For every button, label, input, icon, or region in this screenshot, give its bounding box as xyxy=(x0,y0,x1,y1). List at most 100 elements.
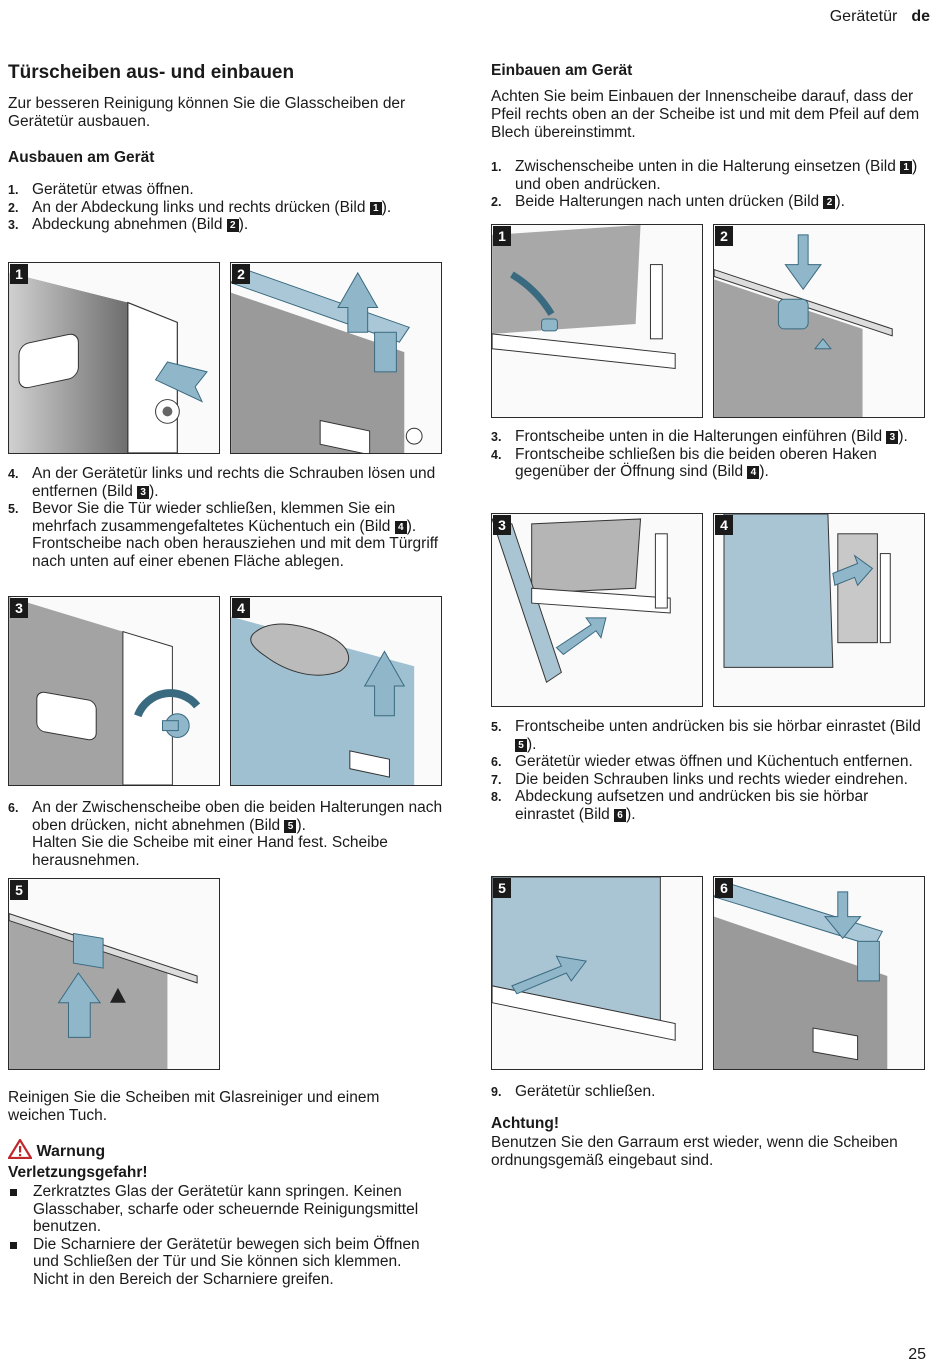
step-number: 8. xyxy=(491,790,502,804)
step-text-end: ). xyxy=(759,463,769,480)
step-text-end: ). xyxy=(238,216,249,233)
intro-text: Zur besseren Reinigung können Sie die Gl… xyxy=(8,95,406,130)
steps-install-c: 5. Frontscheibe unten andrücken bis sie h… xyxy=(491,718,931,823)
warning-label: Warnung xyxy=(36,1143,106,1160)
figure-ref: 2 xyxy=(226,219,239,232)
figure-right-1: 1 xyxy=(491,224,703,418)
step-item: 2. An der Abdeckung links und rechts drüc… xyxy=(8,199,428,217)
step-number: 1. xyxy=(491,160,502,174)
step-number: 9. xyxy=(491,1085,502,1099)
step-item: 2. Beide Halterungen nach unten drücken (… xyxy=(491,193,931,211)
step-number: 6. xyxy=(491,755,502,769)
warning-triangle-icon xyxy=(7,1137,33,1160)
step-item: 7.Die beiden Schrauben links und rechts … xyxy=(491,771,931,789)
step-text: Frontscheibe schließen bis die beiden ob… xyxy=(515,445,877,481)
step-text: An der Gerätetür links und rechts die Sc… xyxy=(32,465,436,500)
figure-badge: 3 xyxy=(10,598,28,618)
step-text-end: ). xyxy=(626,805,636,823)
step-item: 5. Frontscheibe unten andrücken bis sie h… xyxy=(491,718,931,753)
steps-remove-b: 4. An der Gerätetür links und rechts die … xyxy=(8,465,448,570)
step-text-end: ) und oben andrücken. xyxy=(515,158,918,193)
step-number: 2. xyxy=(8,200,19,215)
page-title: Türscheiben aus- und einbauen xyxy=(8,62,295,83)
figure-left-3: 3 xyxy=(8,596,220,786)
page-number: 25 xyxy=(908,1346,926,1363)
steps-install-d: 9. Gerätetür schließen. xyxy=(491,1083,931,1101)
step-item: 5.Bevor Sie die Tür wieder schließen, kl… xyxy=(8,500,448,570)
step-item: 1.Gerätetür etwas öffnen. xyxy=(8,181,428,199)
step-text-end: ). xyxy=(898,428,908,445)
step-text-end: ). xyxy=(835,193,845,210)
step-text: Abdeckung abnehmen (Bild xyxy=(32,216,227,233)
figure-right-3: 3 xyxy=(491,513,703,707)
figure-left-1: 1 xyxy=(8,262,220,454)
step-number: 5. xyxy=(491,720,502,734)
step-number: 4. xyxy=(491,447,502,462)
warning-list: Zerkratztes Glas der Gerätetür kann spri… xyxy=(8,1183,426,1288)
step-item: 4. Frontscheibe schließen bis die beiden … xyxy=(491,446,931,481)
figure-badge: 2 xyxy=(232,264,250,284)
warning-title: Verletzungsgefahr! xyxy=(8,1164,148,1181)
step-item: 4. An der Gerätetür links und rechts die … xyxy=(8,465,448,500)
figure-ref: 5 xyxy=(515,738,527,752)
step-text-end: ). xyxy=(527,735,537,753)
step-text: Beide Halterungen nach unten drücken (Bi… xyxy=(515,193,824,210)
clean-note: Reinigen Sie die Scheiben mit Glasreinig… xyxy=(8,1089,380,1124)
figure-badge: 4 xyxy=(715,515,733,535)
step-item: 3.Frontscheibe unten in die Halterungen … xyxy=(491,428,931,446)
install-intro: Achten Sie beim Einbauen der Innenscheib… xyxy=(491,88,920,141)
step-number: 6. xyxy=(8,801,19,815)
step-text-end: ). xyxy=(149,482,159,500)
step-text: Gerätetür schließen. xyxy=(515,1083,656,1100)
step-text: An der Abdeckung links und rechts drücke… xyxy=(32,198,370,216)
step-text-end: ). xyxy=(381,198,392,216)
step-number: 1. xyxy=(8,183,19,197)
figure-left-5: 5 xyxy=(8,878,220,1070)
figure-ref: 3 xyxy=(137,485,150,499)
caution-title: Achtung! xyxy=(491,1115,560,1132)
step-extra: Frontscheibe nach oben herausziehen und … xyxy=(32,535,439,570)
steps-install-b: 3.Frontscheibe unten in die Halterungen … xyxy=(491,428,931,481)
figure-badge: 1 xyxy=(493,226,511,246)
figure-ref: 4 xyxy=(394,520,407,534)
step-text: Frontscheibe unten in die Halterungen ei… xyxy=(515,428,887,445)
step-item: 3.Abdeckung abnehmen (Bild 2). xyxy=(8,216,428,234)
door-cover-illustration xyxy=(9,263,219,453)
step-item: 8. Abdeckung aufsetzen und andrücken bis … xyxy=(491,788,931,823)
step-extra: Halten Sie die Scheibe mit einer Hand fe… xyxy=(32,834,388,869)
figure-badge: 3 xyxy=(493,515,511,535)
header-lang: de xyxy=(911,8,930,25)
warning-item: Die Scharniere der Gerätetür bewegen sic… xyxy=(8,1236,426,1289)
step-item: 6. An der Zwischenscheibe oben die beiden… xyxy=(8,799,448,869)
step-text: An der Zwischenscheibe oben die beiden H… xyxy=(32,799,443,834)
steps-install-a: 1.Zwischenscheibe unten in die Halterung… xyxy=(491,158,931,211)
steps-remove-a: 1.Gerätetür etwas öffnen.2. An der Abdeck… xyxy=(8,181,428,234)
figure-badge: 5 xyxy=(10,880,28,900)
figure-badge: 2 xyxy=(715,226,733,246)
figure-right-6: 6 xyxy=(713,876,925,1070)
step-text: Die beiden Schrauben links und rechts wi… xyxy=(515,770,908,788)
figure-right-4: 4 xyxy=(713,513,925,707)
step-item: 6.Gerätetür wieder etwas öffnen und Küch… xyxy=(491,753,931,771)
figure-ref: 3 xyxy=(886,431,899,444)
step-text: Bevor Sie die Tür wieder schließen, klem… xyxy=(32,500,396,535)
figure-ref: 6 xyxy=(614,808,627,822)
step-number: 2. xyxy=(491,195,502,209)
step-text: Frontscheibe unten andrücken bis sie hör… xyxy=(515,718,921,735)
warning-item: Zerkratztes Glas der Gerätetür kann spri… xyxy=(8,1183,426,1236)
step-number: 4. xyxy=(8,467,19,481)
step-item: 9. Gerätetür schließen. xyxy=(491,1083,931,1101)
figure-badge: 6 xyxy=(715,878,733,898)
step-item: 1.Zwischenscheibe unten in die Halterung… xyxy=(491,158,931,193)
figure-right-5: 5 xyxy=(491,876,703,1070)
step-text-end: ). xyxy=(406,517,417,535)
figure-ref: 5 xyxy=(284,819,297,833)
figure-ref: 4 xyxy=(747,466,760,479)
steps-remove-c: 6. An der Zwischenscheibe oben die beiden… xyxy=(8,799,448,869)
step-text: Abdeckung aufsetzen und andrücken bis si… xyxy=(515,788,869,823)
warning-label-row: Warnung xyxy=(7,1137,106,1161)
figure-badge: 5 xyxy=(493,878,511,898)
figure-badge: 4 xyxy=(232,598,250,618)
caution-text: Benutzen Sie den Garraum erst wieder, we… xyxy=(491,1134,898,1169)
